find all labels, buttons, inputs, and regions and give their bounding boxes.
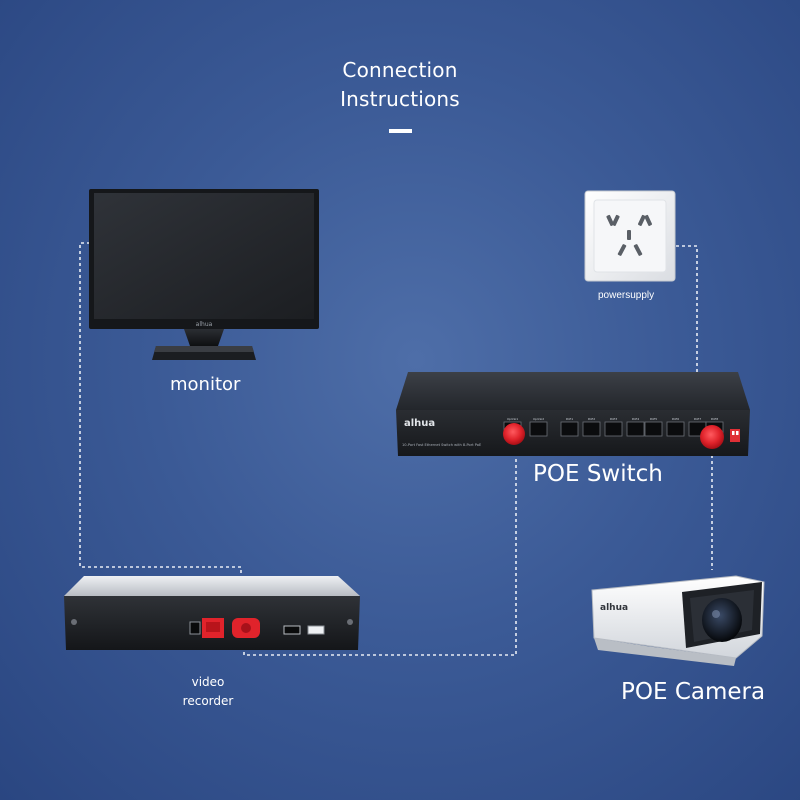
monitor-device: alhua [89, 189, 319, 360]
video-recorder-label-line2: recorder [182, 694, 234, 708]
switch-port-label-6: PoE4 [632, 417, 639, 421]
power-supply-label: powersupply [598, 290, 655, 301]
video-recorder-label-line1: video [191, 675, 225, 689]
monitor-brand-logo: alhua [196, 321, 213, 328]
camera-brand-logo: alhua [600, 603, 628, 613]
switch-port-7 [644, 421, 663, 437]
line-power-switch [676, 245, 698, 380]
switch-port-3 [560, 421, 579, 437]
switch-port-label-3: PoE1 [566, 417, 573, 421]
line-recorder-switch [243, 448, 517, 656]
title-line-1: Connection [342, 58, 458, 82]
switch-port-8 [666, 421, 685, 437]
title-line-2: Instructions [340, 87, 460, 111]
poe-switch-device: alhua 10-Port Fast Ethernet Switch with … [396, 372, 750, 456]
switch-uplink-connector [503, 423, 525, 445]
switch-port-label-4: PoE2 [588, 417, 595, 421]
switch-port-label-7: PoE5 [650, 417, 657, 421]
switch-brand-logo: alhua [404, 418, 435, 429]
switch-port-label-10: PoE8 [711, 417, 718, 421]
switch-poe-connector [700, 425, 724, 449]
switch-port-label-8: PoE6 [672, 417, 679, 421]
switch-port-label-9: PoE7 [694, 417, 701, 421]
poe-camera-label: POE Camera [621, 679, 766, 705]
switch-port-2 [529, 421, 548, 437]
switch-port-label-5: PoE3 [610, 417, 617, 421]
switch-port-6 [626, 421, 645, 437]
switch-model-text: 10-Port Fast Ethernet Switch with 8-Port… [402, 443, 482, 447]
title-underline [389, 129, 412, 133]
power-socket-device [584, 190, 676, 282]
page-title: Connection Instructions [300, 56, 500, 114]
monitor-label: monitor [170, 374, 241, 395]
poe-switch-label: POE Switch [533, 461, 663, 487]
poe-camera-device: alhua [591, 575, 765, 666]
video-recorder-label: video recorder [160, 673, 256, 711]
switch-port-label-2: Uplink2 [533, 417, 544, 421]
switch-port-4 [582, 421, 601, 437]
switch-port-5 [604, 421, 623, 437]
switch-port-label-1: Uplink1 [507, 417, 518, 421]
video-recorder-device [64, 576, 360, 650]
